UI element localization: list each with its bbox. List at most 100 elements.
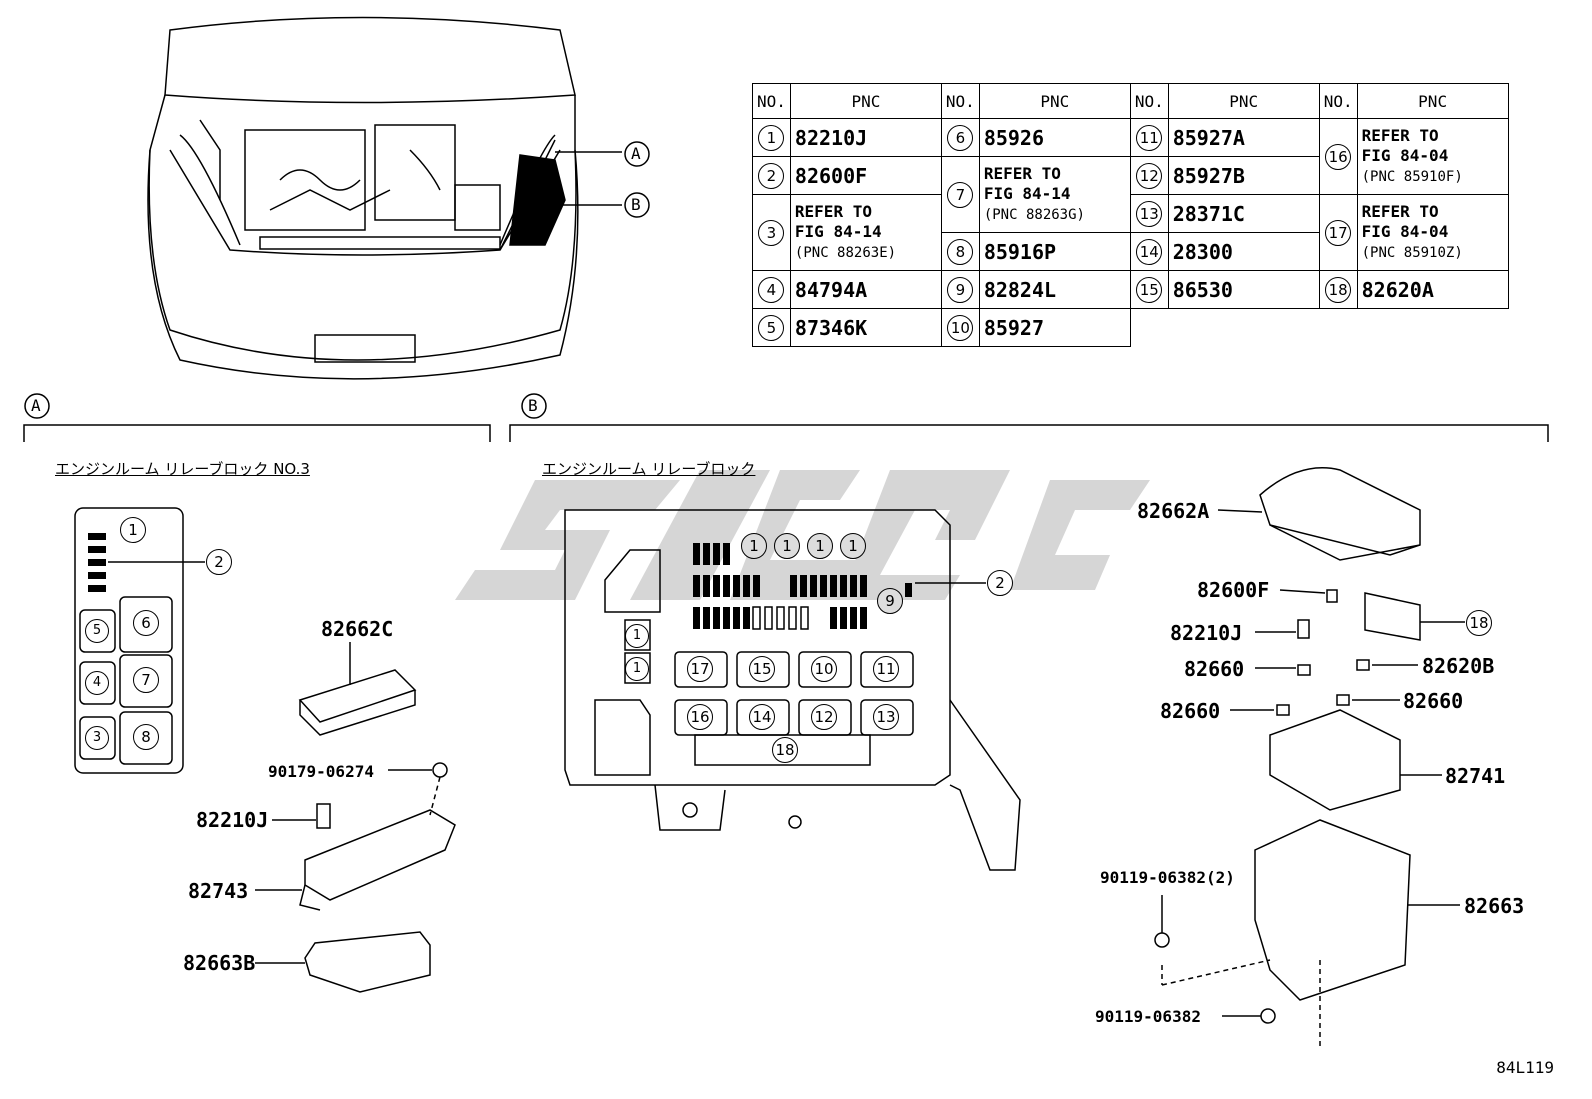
item-number: 4 [758,277,785,303]
figure-code: 84L119 [1496,1058,1554,1077]
item-number: 6 [947,125,974,151]
b-number: 1 [774,533,800,559]
b-number: 15 [749,656,775,682]
b-number: 13 [873,704,899,730]
part-82662c: 82662C [321,617,394,641]
callout-a-circle [624,141,650,167]
a-cell-number: 7 [133,667,159,693]
item-number: 17 [1325,220,1352,246]
item-number: 15 [1136,277,1163,303]
pnc-cell: 85927B [1167,156,1320,195]
section-a-bracket [23,424,491,442]
pnc-cell: 86530 [1167,270,1320,309]
part-82660: 82660 [1160,699,1221,723]
header-no: NO. [940,83,980,119]
pnc-cell: 85927A [1167,118,1320,157]
item-number: 9 [947,277,974,303]
table-header-row: NO. PNC NO. PNC NO. PNC NO. PNC [752,83,1509,119]
part-82620b: 82620B [1422,654,1495,678]
a-cell-number: 2 [206,549,232,575]
item-number: 16 [1325,144,1352,170]
pnc-cell: 82210J [789,118,942,157]
pnc-cell: 28371C [1167,194,1320,233]
item-number: 11 [1136,125,1163,151]
part-82662a: 82662A [1137,499,1210,523]
relay-block-main [564,509,1021,871]
part-82210j: 82210J [1170,621,1243,645]
b-number: 16 [687,704,713,730]
table-row: 5 87346K 10 85927 [752,308,1509,347]
section-a-circle [24,393,50,419]
part-82741: 82741 [1445,764,1506,788]
a-cell-number: 8 [133,724,159,750]
cover-82662c [298,669,417,723]
part-90179-06274: 90179-06274 [268,762,374,781]
item-number: 8 [947,239,974,265]
b-number: 18 [772,737,798,763]
a-cell-number: 3 [85,726,109,750]
item-number: 18 [1325,277,1352,303]
section-b-label: B [528,396,538,415]
part-82210j: 82210J [196,808,269,832]
header-no: NO. [752,83,791,119]
callout-b: B [631,195,641,214]
b-number: 18 [1466,610,1492,636]
b-number: 11 [873,656,899,682]
part-82600f: 82600F [1197,578,1270,602]
b-number: 1 [625,624,649,648]
part-82660: 82660 [1403,689,1464,713]
header-no: NO. [1318,83,1358,119]
a-cell-number: 4 [85,671,109,695]
section-a-label: A [31,396,41,415]
table-row: 4 84794A 9 82824L 15 86530 18 82620A [752,270,1509,309]
section-b-heading: エンジンルーム リレーブロック [542,460,756,478]
car-front-illustration [147,16,622,380]
item-number: 12 [1136,163,1163,189]
section-b-circle [521,393,547,419]
item-number: 13 [1136,201,1163,227]
section-a-heading: エンジンルーム リレーブロック NO.3 [55,460,310,478]
header-pnc: PNC [789,83,942,119]
part-82663b: 82663B [183,951,256,975]
header-no: NO. [1129,83,1169,119]
a-cell-number: 5 [85,619,109,643]
item-number: 7 [947,182,974,208]
b-number: 1 [807,533,833,559]
pnc-cell: 82600F [789,156,942,195]
pnc-cell: 82824L [978,270,1131,309]
part-82663: 82663 [1464,894,1525,918]
exploded-parts [1154,467,1465,1048]
item-number: 10 [947,315,974,341]
callout-b-circle [624,192,650,218]
b-number: 1 [625,657,649,681]
header-pnc: PNC [1167,83,1320,119]
b-number: 14 [749,704,775,730]
part-82660: 82660 [1184,657,1245,681]
pnc-cell: 28300 [1167,232,1320,271]
pnc-cell: 87346K [789,308,942,347]
table-row: 8 85916P 14 28300 [753,232,1509,271]
pnc-cell: 85926 [978,118,1131,157]
callout-a: A [631,144,641,163]
b-number: 17 [687,656,713,682]
a-cell-number: 1 [120,517,146,543]
a-cell-number: 6 [133,610,159,636]
b-number: 10 [811,656,837,682]
item-number: 3 [758,220,785,246]
item-number: 14 [1136,239,1163,265]
item-number: 1 [758,125,785,151]
pnc-cell: 85916P [978,232,1131,271]
pnc-cell: 82620A [1356,270,1509,309]
header-pnc: PNC [1356,83,1509,119]
item-number: 5 [758,315,785,341]
pnc-cell: 84794A [789,270,942,309]
pnc-cell: 85927 [978,308,1131,347]
